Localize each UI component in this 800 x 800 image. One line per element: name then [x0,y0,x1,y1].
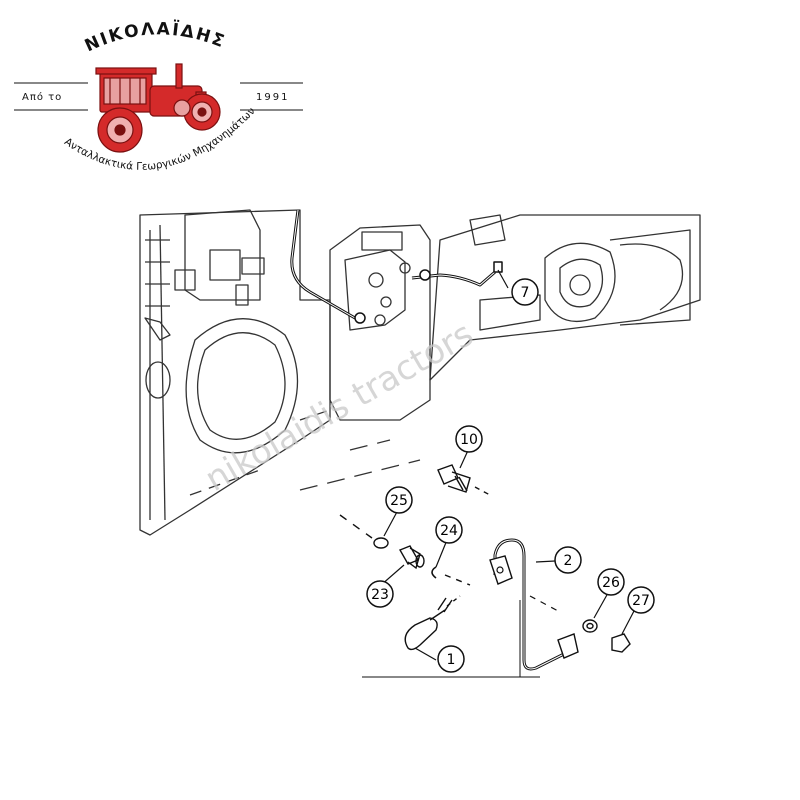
callout-leaders [380,269,635,661]
callout-1: 1 [437,645,465,673]
callout-26: 26 [597,568,625,596]
tractor-icon [95,63,221,153]
svg-text:7: 7 [521,285,530,301]
svg-text:10: 10 [460,432,478,448]
svg-text:2: 2 [564,553,573,569]
callout-23: 23 [366,580,394,608]
brand-name: ΝΙΚΟΛΑΪΔΗΣ [82,18,229,56]
nut-part-27 [611,633,631,653]
sender-part-1 [404,595,461,651]
callout-24: 24 [435,516,463,544]
washer-part-26 [582,619,598,633]
engine-block-illustration [139,209,701,536]
callout-2: 2 [554,546,582,574]
svg-text:27: 27 [632,593,650,609]
svg-text:1: 1 [447,652,456,668]
exploded-parts [339,464,631,678]
watermark-text: nikolaidis tractors [199,314,481,500]
snap-ring-part-24 [431,566,437,579]
svg-text:26: 26 [602,575,620,591]
fitting-part-23 [398,545,425,570]
callout-10: 10 [455,425,483,453]
svg-text:25: 25 [390,493,408,509]
since-label: Από το [22,91,62,103]
svg-text:24: 24 [440,523,458,539]
callout-27: 27 [627,586,655,614]
hydraulic-line-upper [290,209,503,324]
brand-logo: ΝΙΚΟΛΑΪΔΗΣ Ανταλλακτικά Γεωργικών Μηχανη… [14,18,303,173]
svg-text:23: 23 [371,587,389,603]
callout-7: 7 [511,278,539,306]
since-year: 1991 [256,92,289,103]
bolt-part-10 [437,464,491,496]
callout-markers: 7 10 25 24 2 23 26 27 [366,278,655,673]
o-ring-part-25 [373,537,389,549]
tube-assembly-part-2 [489,538,579,671]
callout-25: 25 [385,486,413,514]
